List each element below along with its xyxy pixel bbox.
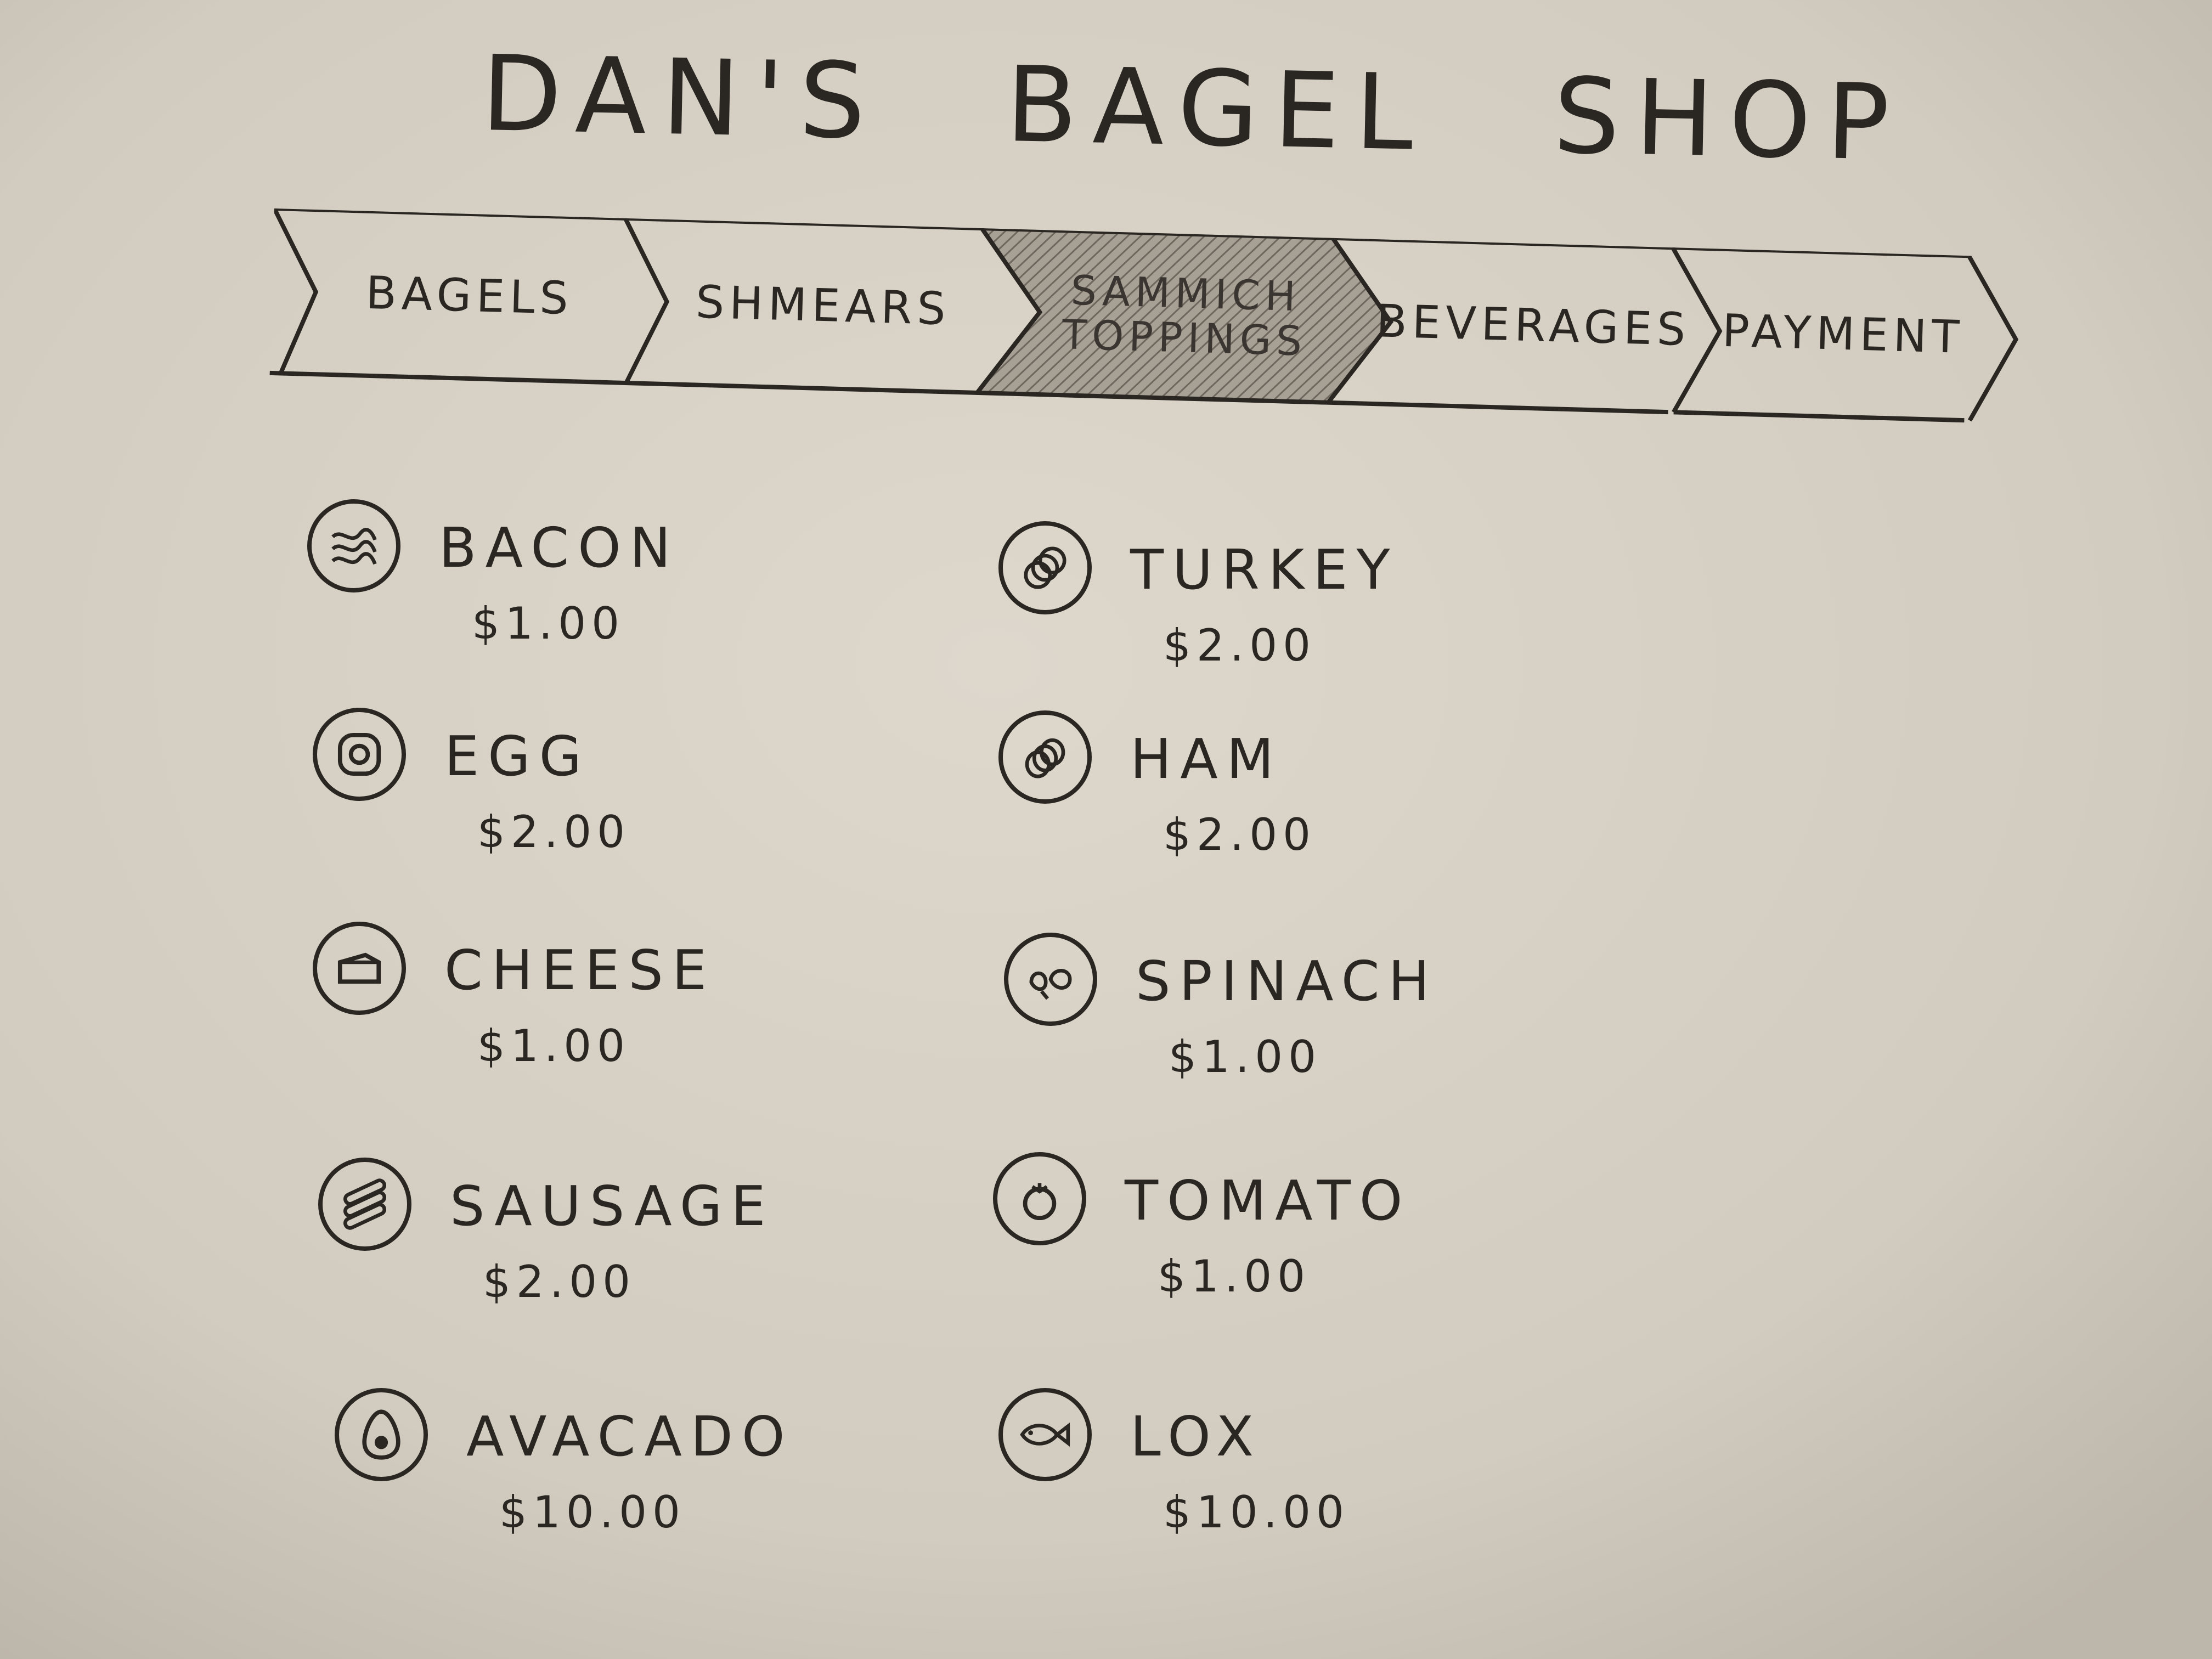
item-price: $1.00 <box>477 1020 631 1071</box>
item-price: $1.00 <box>1169 1031 1322 1082</box>
spinach-icon <box>1004 933 1097 1026</box>
egg-icon <box>313 708 406 801</box>
item-name: SPINACH <box>1136 949 1438 1013</box>
item-name: LOX <box>1130 1404 1262 1469</box>
menu-item-spinach[interactable]: SPINACH $1.00 <box>1004 933 1690 1130</box>
item-name: BACON <box>439 516 680 580</box>
tab-label: SHMEARS <box>695 276 951 336</box>
menu-item-turkey[interactable]: TURKEY $2.00 <box>998 521 1684 719</box>
active-tab-shading <box>977 228 1391 403</box>
tab-payment[interactable]: PAYMENT <box>1718 249 1969 420</box>
tab-bagels[interactable]: BAGELS <box>314 210 625 383</box>
item-price: $1.00 <box>472 598 625 649</box>
tab-label: SAMMICH TOPPINGS <box>1061 267 1308 365</box>
item-name: EGG <box>444 724 591 788</box>
item-name: TOMATO <box>1125 1169 1412 1233</box>
menu-item-cheese[interactable]: CHEESE $1.00 <box>313 922 998 1119</box>
item-price: $1.00 <box>1158 1251 1311 1302</box>
item-name: CHEESE <box>444 938 716 1002</box>
tab-beverages[interactable]: BEVERAGES <box>1375 240 1691 412</box>
tab-sammich-toppings[interactable]: SAMMICH TOPPINGS <box>1037 230 1333 403</box>
menu-item-avocado[interactable]: AVACADO $10.00 <box>335 1388 1020 1585</box>
cheese-icon <box>313 922 406 1015</box>
ham-icon <box>998 710 1092 804</box>
avocado-icon <box>335 1388 428 1481</box>
item-name: AVACADO <box>466 1404 794 1469</box>
item-price: $10.00 <box>499 1487 686 1538</box>
bacon-icon <box>307 499 400 592</box>
tab-label: BEVERAGES <box>1375 295 1691 357</box>
item-price: $2.00 <box>483 1256 636 1307</box>
menu-item-tomato[interactable]: TOMATO $1.00 <box>993 1152 1679 1350</box>
category-breadcrumb-nav: BAGELS SHMEARS SAMMICH TOPPINGS BEVERAGE… <box>269 208 2029 455</box>
item-price: $10.00 <box>1163 1487 1350 1538</box>
menu-item-lox[interactable]: LOX $10.00 <box>998 1388 1684 1585</box>
item-price: $2.00 <box>1163 620 1317 671</box>
turkey-icon <box>998 521 1092 614</box>
page-title: DAN'S BAGEL SHOP <box>480 33 1906 184</box>
tomato-icon <box>993 1152 1086 1245</box>
nav-arrows-outline <box>269 208 2019 423</box>
menu-item-bacon[interactable]: BACON $1.00 <box>307 499 993 697</box>
menu-item-ham[interactable]: HAM $2.00 <box>998 710 1684 908</box>
fish-icon <box>998 1388 1092 1481</box>
item-price: $2.00 <box>477 806 631 857</box>
item-name: TURKEY <box>1130 538 1399 602</box>
item-price: $2.00 <box>1163 809 1317 860</box>
item-name: HAM <box>1130 727 1283 791</box>
tab-label: PAYMENT <box>1721 304 1965 364</box>
menu-item-sausage[interactable]: SAUSAGE $2.00 <box>318 1158 1004 1355</box>
sausage-icon <box>318 1158 411 1251</box>
item-name: SAUSAGE <box>450 1174 775 1238</box>
menu-item-egg[interactable]: EGG $2.00 <box>313 708 998 905</box>
tab-shmears[interactable]: SHMEARS <box>664 219 981 393</box>
tab-label: BAGELS <box>365 267 574 325</box>
